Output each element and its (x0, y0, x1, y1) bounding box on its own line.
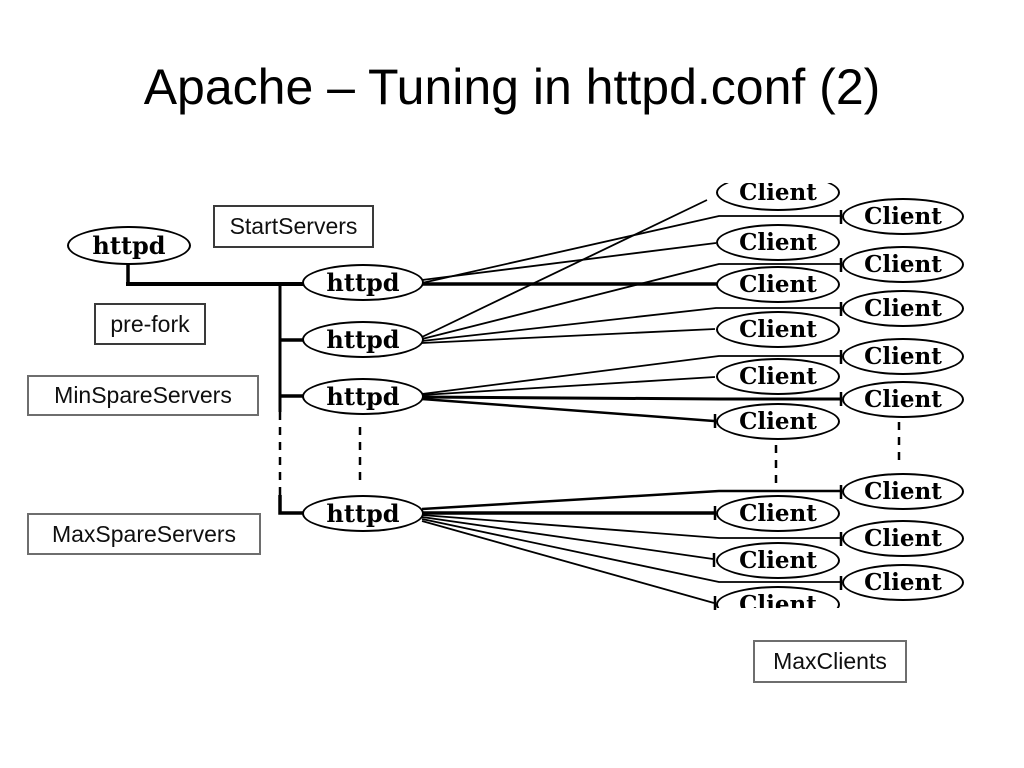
label-startservers: StartServers (213, 205, 374, 248)
edge-httpd3-client-l4 (421, 376, 716, 396)
node-client-l3: Client (716, 311, 840, 348)
node-client-r5: Client (842, 381, 964, 418)
node-client-l7: Client (716, 542, 840, 579)
node-httpd-child-4: httpd (302, 495, 424, 532)
node-client-r2: Client (842, 246, 964, 283)
edge-httpd1-client-l1 (421, 242, 717, 281)
edge-httpd4-client-l8 (421, 520, 715, 604)
slide-title: Apache – Tuning in httpd.conf (2) (143, 59, 881, 115)
edge-httpd1-client-r1 (421, 215, 841, 284)
node-httpd-child-2: httpd (302, 321, 424, 358)
label-prefork: pre-fork (94, 303, 206, 345)
node-client-l6: Client (716, 495, 840, 532)
label-minspareservers: MinSpareServers (27, 375, 259, 416)
label-maxclients: MaxClients (753, 640, 907, 683)
node-client-l8: Client (716, 586, 840, 608)
edge-httpd2-client-r3 (421, 307, 841, 342)
edge-httpd4-client-l7 (421, 516, 714, 560)
edge-httpd4-client-r8 (421, 518, 841, 583)
node-client-r4: Client (842, 338, 964, 375)
node-client-l0: Client (716, 183, 840, 211)
node-client-r6: Client (842, 473, 964, 510)
node-client-l2: Client (716, 266, 840, 303)
node-client-l4: Client (716, 358, 840, 395)
node-client-r7: Client (842, 520, 964, 557)
edge-httpd3-client-r5 (421, 395, 841, 401)
node-httpd-child-3: httpd (302, 378, 424, 415)
clip-client-l8: Client (716, 586, 840, 608)
edge-httpd3-client-l5 (421, 397, 715, 423)
edge-httpd3-client-r4 (421, 355, 841, 395)
node-client-l1: Client (716, 224, 840, 261)
edge-httpd2-client-r2 (421, 263, 841, 340)
clip-client-l0: Client (716, 183, 840, 211)
node-client-r3: Client (842, 290, 964, 327)
edge-httpd4-client-r7 (421, 514, 841, 539)
label-maxspareservers: MaxSpareServers (27, 513, 261, 555)
node-client-l5: Client (716, 403, 840, 440)
node-client-r1: Client (842, 198, 964, 235)
edge-httpd2-client-l0 (421, 199, 708, 338)
edge-httpd2-client-l3 (421, 328, 716, 344)
connector-trunk-elbow (278, 495, 304, 515)
edge-httpd4-client-r6 (421, 489, 841, 511)
node-httpd-child-1: httpd (302, 264, 424, 301)
node-httpd-parent: httpd (67, 226, 191, 265)
node-client-r8: Client (842, 564, 964, 601)
